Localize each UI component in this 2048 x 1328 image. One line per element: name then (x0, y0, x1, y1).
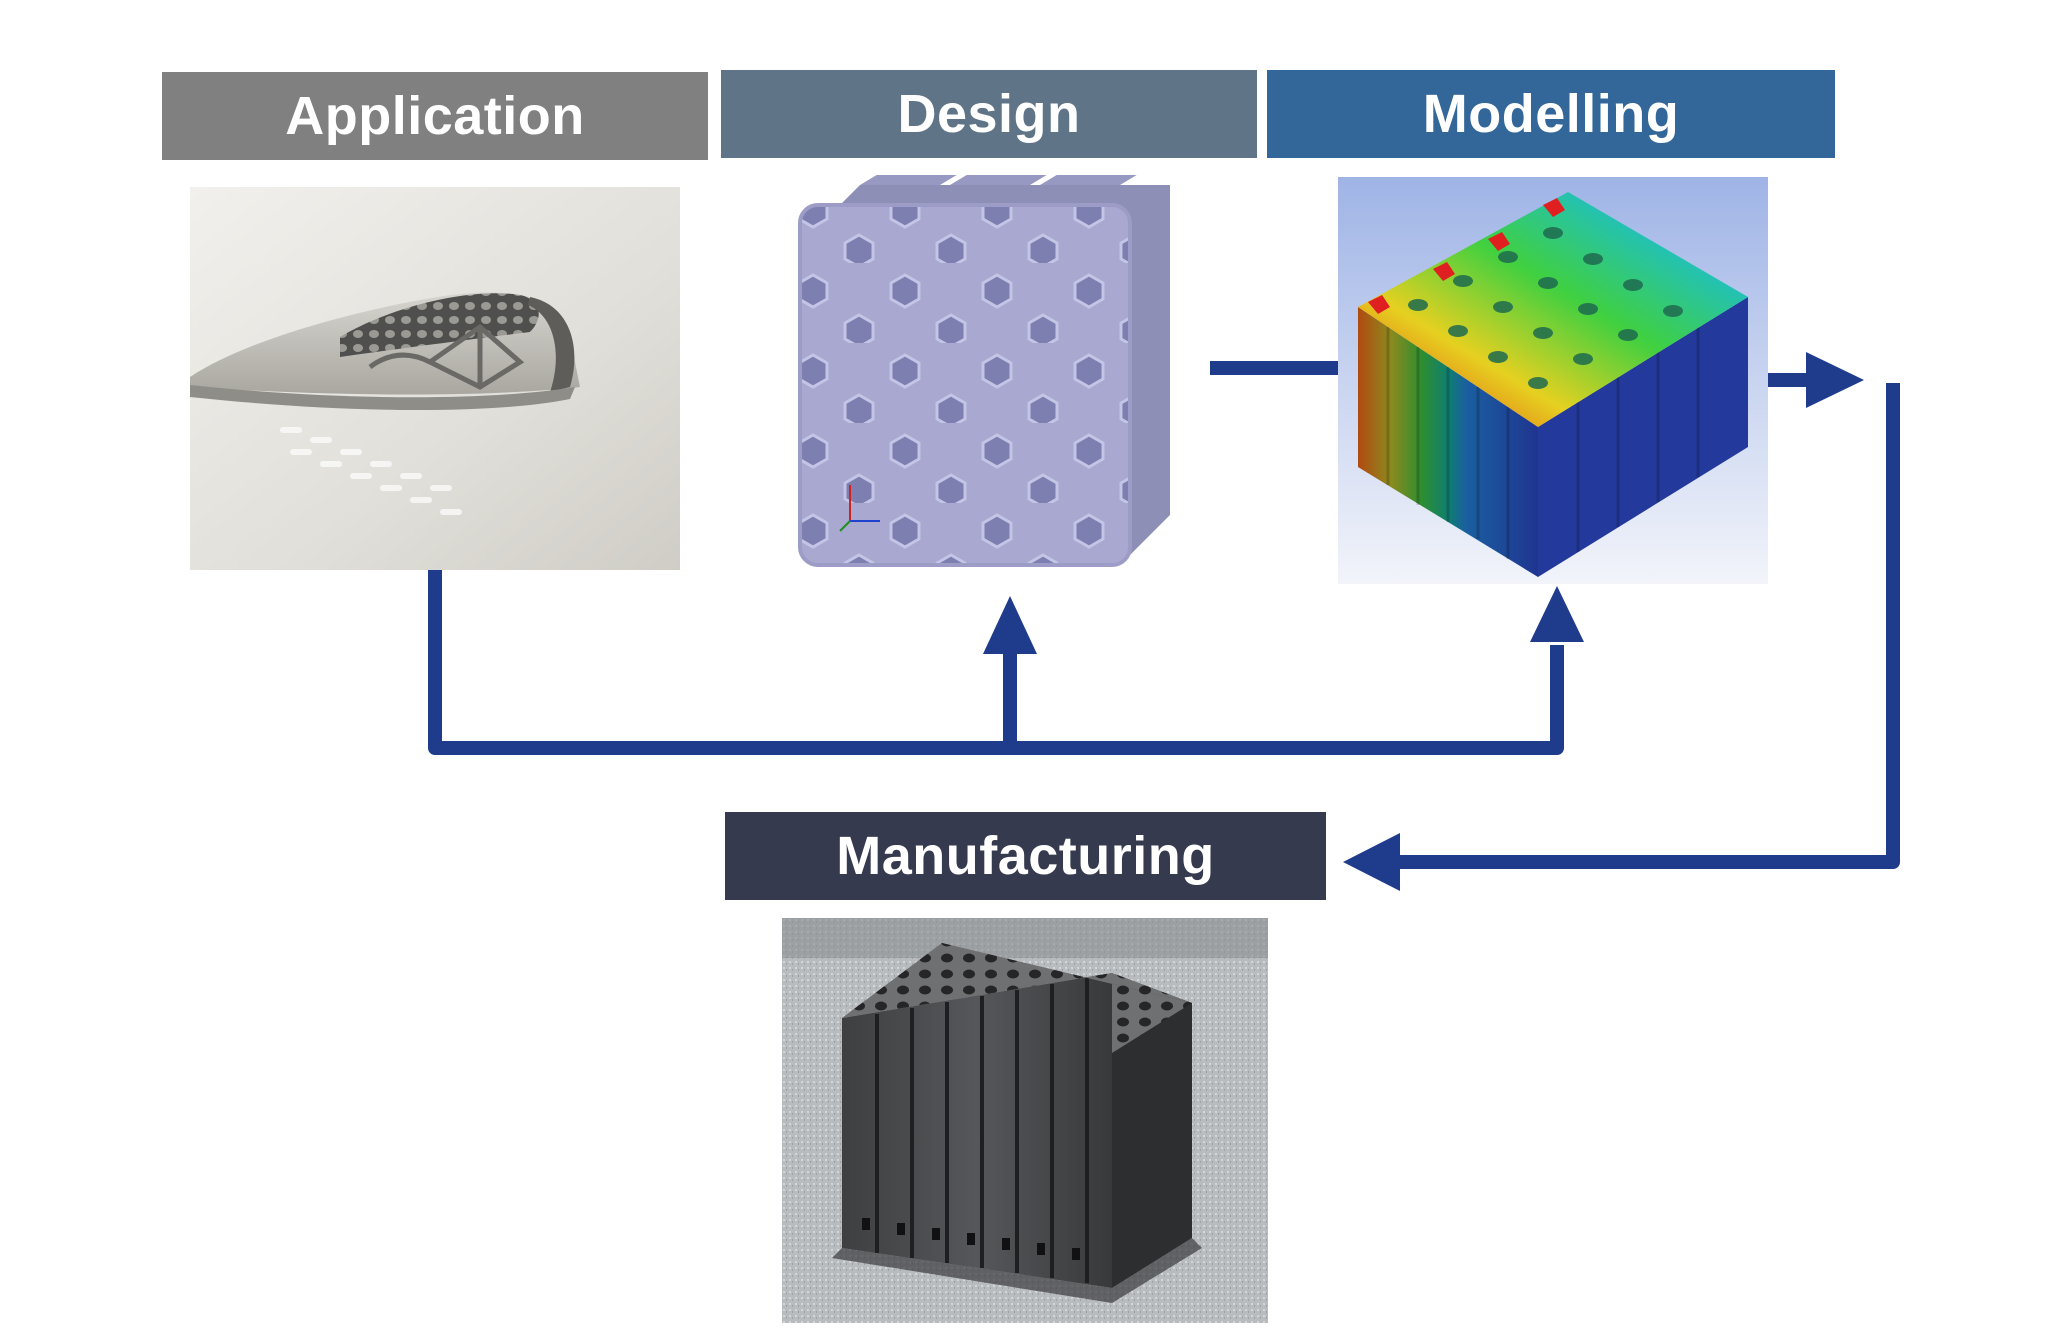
printed-metal-honeycomb-photo (782, 918, 1268, 1323)
header-application: Application (162, 72, 708, 160)
connector-right-manufacturing (1388, 383, 1900, 869)
arrowhead-up-design (983, 596, 1037, 654)
header-manufacturing: Manufacturing (725, 812, 1326, 900)
arrowhead-right (1806, 352, 1864, 408)
airfoil-with-honeycomb-lattice-photo (190, 187, 680, 570)
arrowhead-up-modelling (1530, 586, 1584, 642)
connector-application-loop (428, 565, 1564, 755)
arrowhead-left-manufacturing (1343, 833, 1400, 891)
header-modelling: Modelling (1267, 70, 1835, 158)
header-design: Design (721, 70, 1257, 158)
fea-displacement-contour-honeycomb (1338, 177, 1768, 584)
hexagonal-honeycomb-cad-model (770, 175, 1210, 585)
